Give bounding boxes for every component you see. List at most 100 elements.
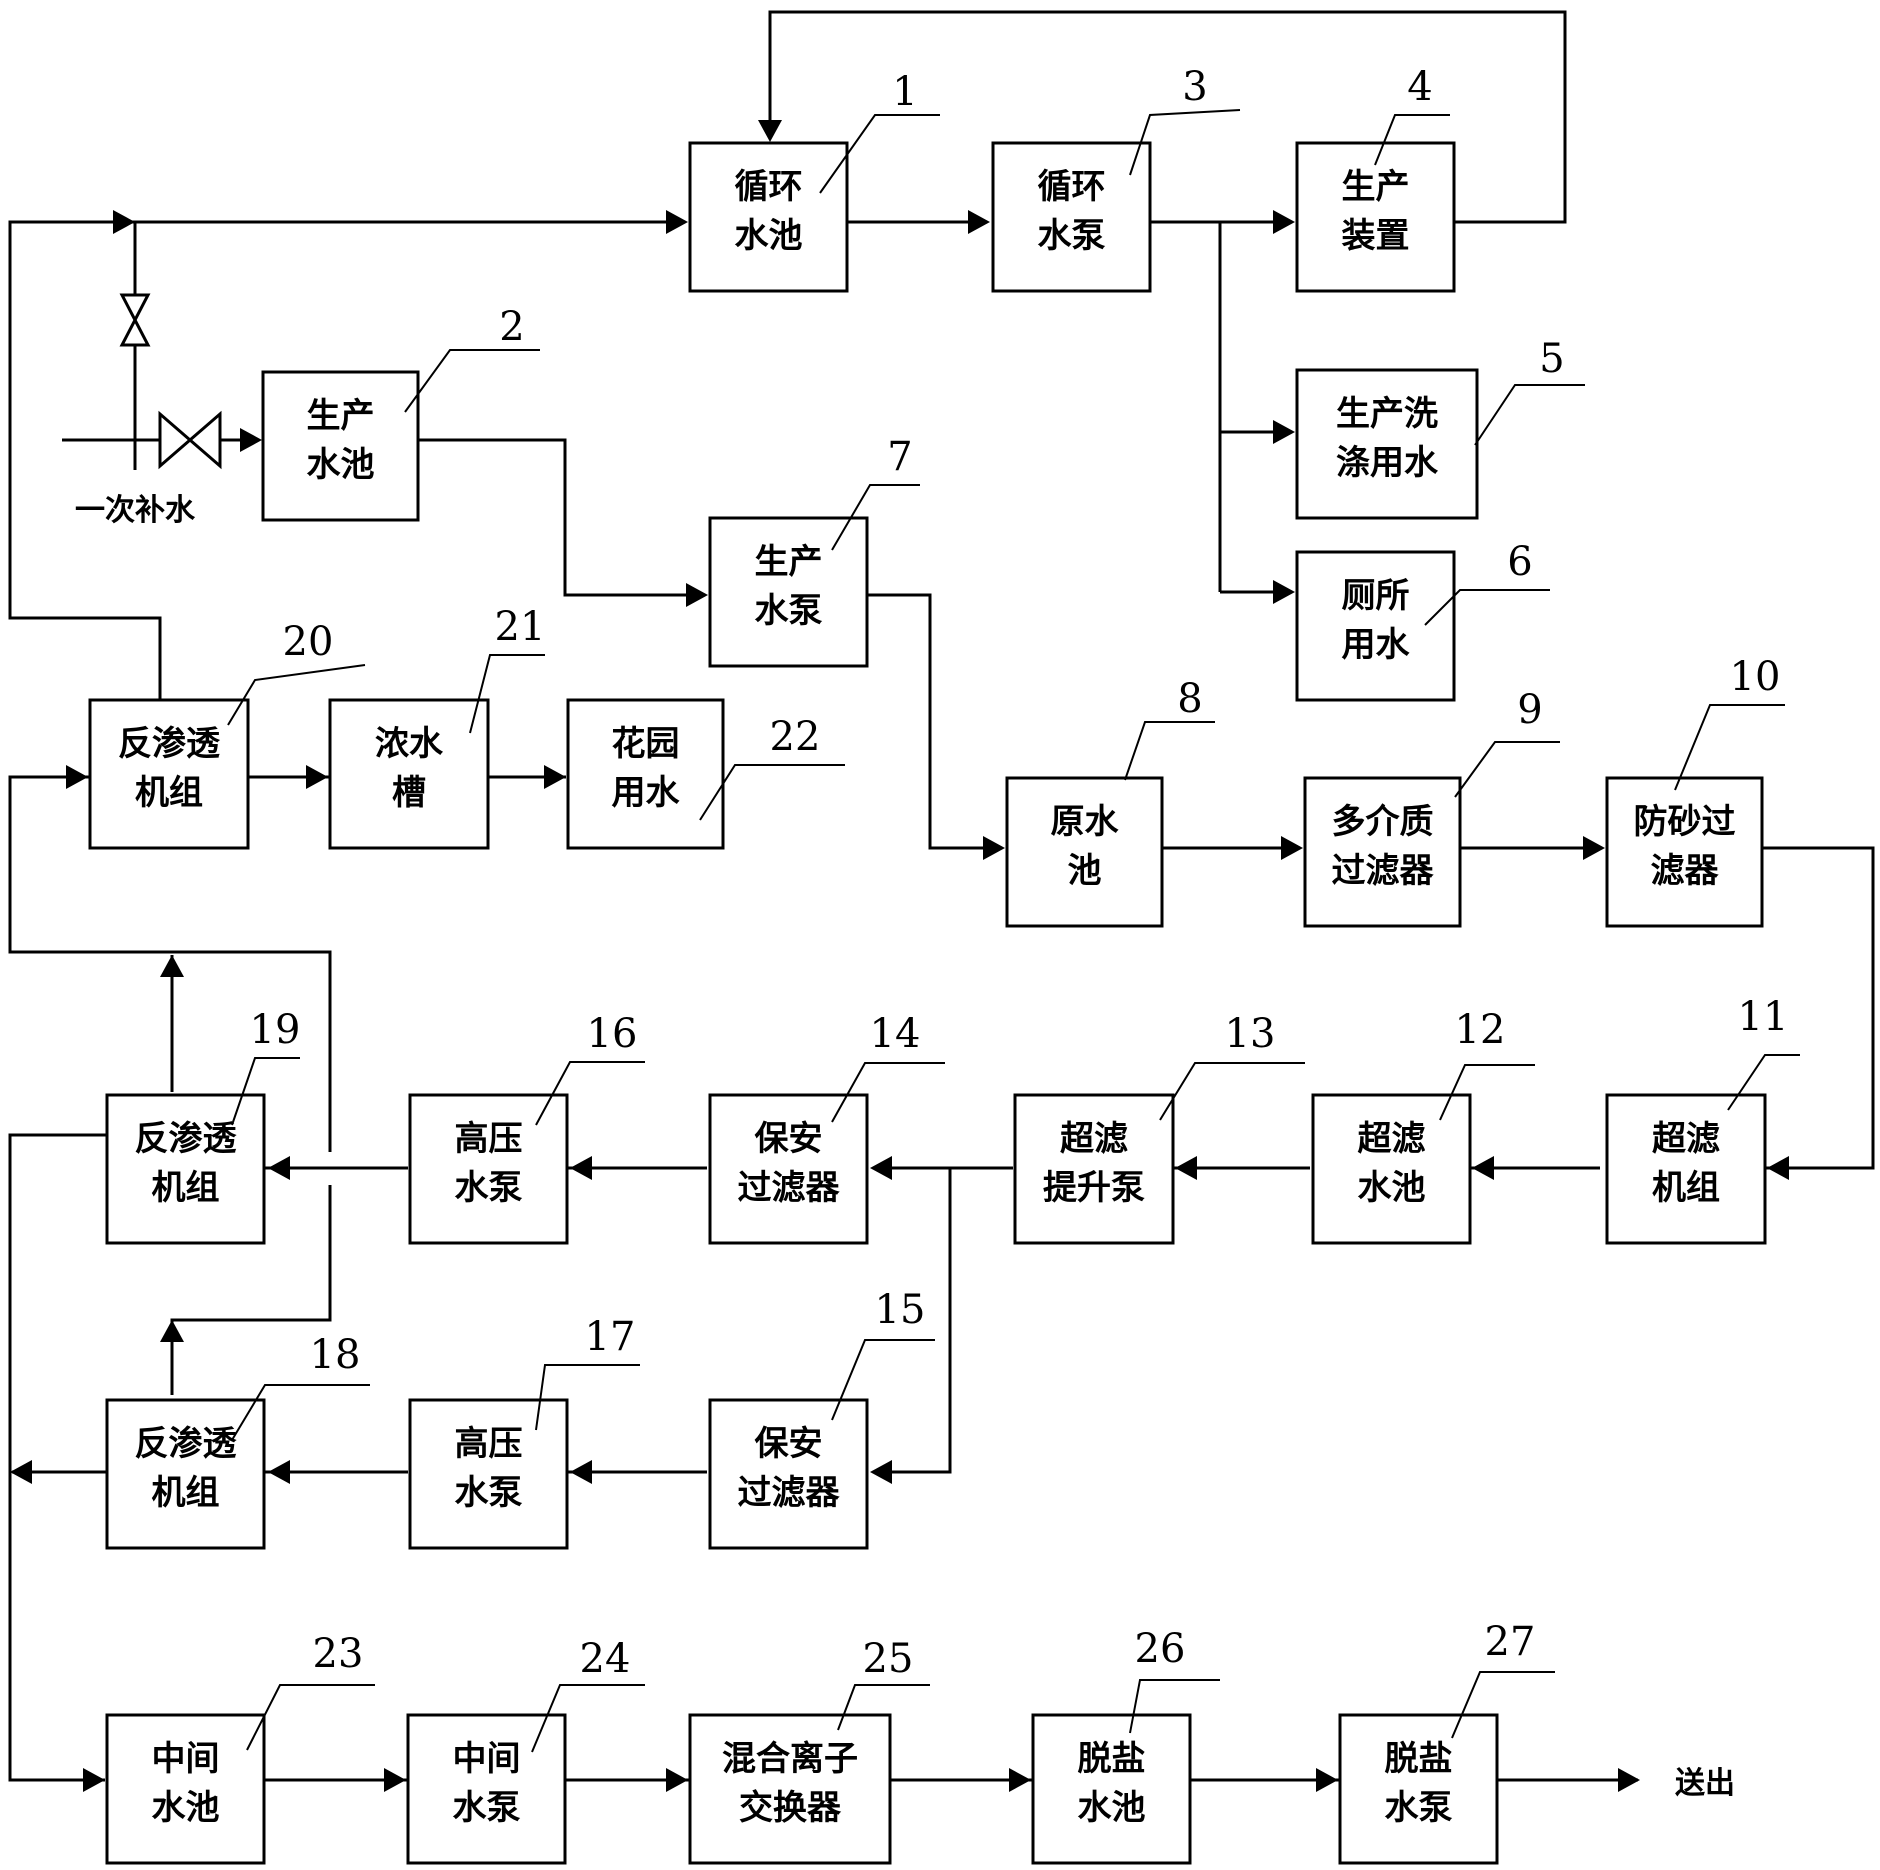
unit-label-line: 超滤: [1060, 1119, 1128, 1159]
arrowhead: [1175, 1156, 1197, 1180]
unit-label-line: 超滤: [1652, 1119, 1720, 1159]
unit-box: [1295, 550, 1456, 702]
return-line-4-to-1: [768, 10, 1567, 224]
unit-label-line: 混合离子: [722, 1739, 858, 1779]
leader-line: [1129, 1679, 1220, 1734]
leader-line: [1454, 741, 1560, 798]
unit-label-line: 水池: [152, 1788, 220, 1828]
valve-icon: [119, 293, 151, 347]
arrowhead: [1273, 580, 1295, 604]
unit-label-line: 装置: [1342, 216, 1410, 256]
leader-line: [404, 349, 540, 413]
unit-box: [566, 698, 725, 850]
unit-8: 原水池: [1005, 776, 1164, 928]
unit-box: [1303, 776, 1462, 928]
unit-label-line: 水泵: [455, 1168, 523, 1208]
leader-line: [837, 1684, 930, 1731]
unit-label-line: 池: [1068, 851, 1102, 891]
unit-number: 10: [1730, 654, 1781, 700]
leader-line: [1439, 1064, 1535, 1121]
arrowhead: [160, 1320, 184, 1342]
arrowhead: [306, 765, 328, 789]
unit-number: 9: [1517, 687, 1542, 733]
unit-label-line: 涤用水: [1336, 443, 1439, 483]
unit-label-line: 水池: [735, 216, 803, 256]
unit-label-line: 防砂过: [1634, 802, 1736, 842]
unit-label-line: 过滤器: [1332, 851, 1435, 891]
unit-label-line: 反渗透: [135, 1424, 238, 1464]
unit-label-line: 保安: [755, 1424, 823, 1464]
unit-label-line: 用水: [1342, 625, 1411, 665]
leader-line: [1129, 109, 1241, 176]
arrowhead: [268, 1156, 290, 1180]
arrowhead: [686, 583, 708, 607]
leader-line: [1674, 704, 1785, 791]
unit-number: 24: [580, 1636, 631, 1682]
unit-box: [408, 1093, 569, 1245]
unit-box: [406, 1713, 567, 1865]
leader-line: [246, 1684, 375, 1751]
arrowhead: [666, 1768, 688, 1792]
line-7-to-8: [865, 593, 1000, 850]
unit-label-line: 过滤器: [738, 1473, 841, 1513]
arrowhead: [1316, 1768, 1338, 1792]
arrowhead: [666, 210, 688, 234]
arrowhead: [240, 428, 262, 452]
unit-label-line: 反渗透: [118, 724, 221, 764]
unit-label-line: 机组: [1652, 1168, 1720, 1208]
arrowhead: [83, 1768, 105, 1792]
unit-label-line: 交换器: [739, 1788, 842, 1828]
unit-box: [1295, 141, 1456, 293]
arrowhead: [968, 210, 990, 234]
unit-box: [1605, 1093, 1767, 1245]
unit-label-line: 中间: [453, 1739, 521, 1779]
valve-icon: [158, 410, 222, 470]
unit-label-line: 机组: [152, 1473, 220, 1513]
flow-arrows: [10, 120, 1789, 1792]
unit-label-line: 过滤器: [738, 1168, 841, 1208]
unit-box: [1311, 1093, 1472, 1245]
unit-label-line: 高压: [455, 1424, 523, 1464]
unit-number: 11: [1738, 994, 1789, 1040]
unit-box: [708, 1093, 869, 1245]
unit-box: [1605, 776, 1764, 928]
unit-number: 27: [1485, 1619, 1536, 1665]
unit-label-line: 浓水: [375, 724, 444, 764]
leader-line: [1159, 1062, 1305, 1121]
unit-label-line: 水池: [307, 445, 375, 485]
unit-label-line: 循环: [1038, 167, 1106, 207]
arrowhead: [1009, 1768, 1031, 1792]
arrowhead: [1618, 1768, 1640, 1792]
arrowhead: [10, 1460, 32, 1484]
unit-label-line: 花园: [612, 724, 680, 764]
arrowhead: [66, 765, 88, 789]
line-10-to-11: [1762, 846, 1875, 1170]
leader-line: [231, 1384, 370, 1441]
unit-number: 15: [875, 1287, 926, 1333]
leader-line: [831, 484, 920, 551]
unit-number: 13: [1225, 1011, 1276, 1057]
leader-line: [1124, 721, 1215, 781]
unit-label-line: 水泵: [1038, 216, 1106, 256]
unit-label-line: 生产: [1342, 167, 1410, 207]
leader-line: [831, 1062, 945, 1123]
arrowhead: [1273, 420, 1295, 444]
unit-box: [1013, 1093, 1175, 1245]
leader-line: [469, 654, 545, 734]
unit-number: 18: [310, 1332, 361, 1378]
unit-number: 7: [887, 434, 912, 480]
arrowhead: [758, 120, 782, 142]
unit-number: 1: [892, 69, 917, 115]
